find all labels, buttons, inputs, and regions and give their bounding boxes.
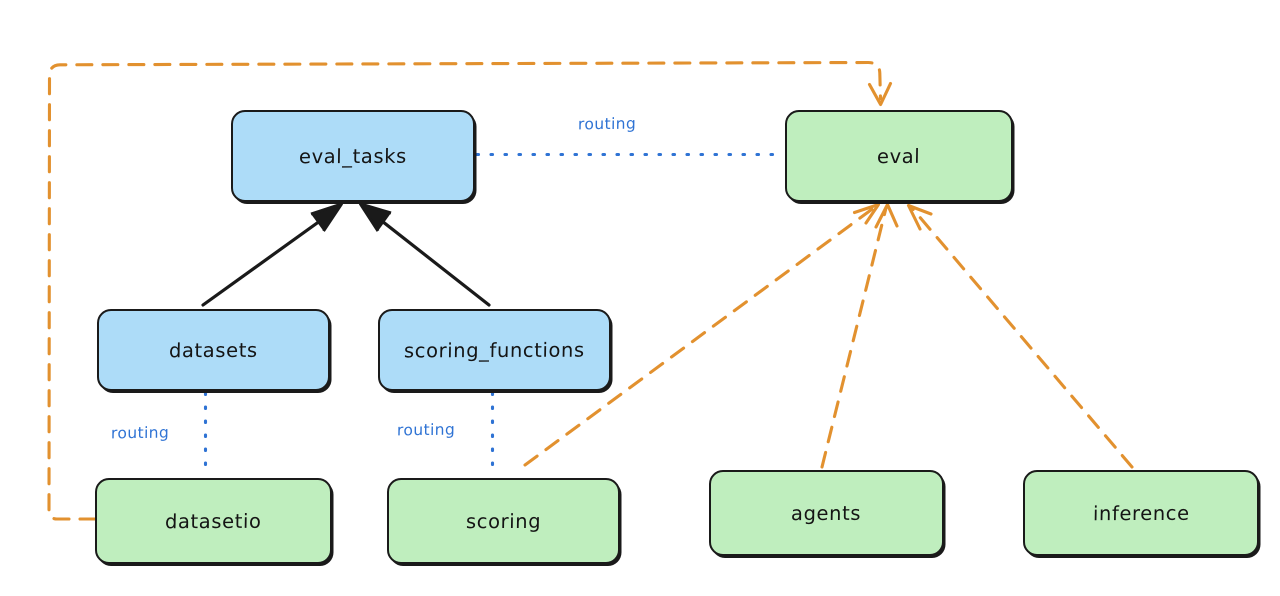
edge-scoringfunctions-evaltasks [359,202,491,307]
edge-label-routing-eval: routing [577,114,637,134]
node-eval-tasks[interactable]: eval_tasks [231,110,475,202]
node-eval[interactable]: eval [785,110,1013,202]
node-label-scoring-functions: scoring_functions [403,338,586,362]
node-label-datasetio: datasetio [165,509,262,533]
node-label-eval-tasks: eval_tasks [298,144,408,168]
edge-datasetio-eval [47,60,893,521]
edge-inference-eval [906,203,1134,469]
node-label-datasets: datasets [168,338,259,362]
node-label-eval: eval [877,144,921,168]
node-scoring-functions[interactable]: scoring_functions [378,309,611,391]
node-label-scoring: scoring [465,509,542,533]
edge-datasets-evaltasks [201,202,343,307]
node-datasetio[interactable]: datasetio [95,478,332,564]
node-datasets[interactable]: datasets [97,309,330,391]
edge-label-routing-scoring: routing [396,420,456,440]
edge-scoring-eval [523,202,881,467]
node-label-agents: agents [791,501,862,525]
node-inference[interactable]: inference [1023,470,1259,556]
node-scoring[interactable]: scoring [387,478,620,564]
node-label-inference: inference [1092,501,1190,525]
edge-agents-eval [820,202,899,469]
edge-label-routing-datasetio: routing [110,423,170,443]
node-agents[interactable]: agents [709,470,944,556]
